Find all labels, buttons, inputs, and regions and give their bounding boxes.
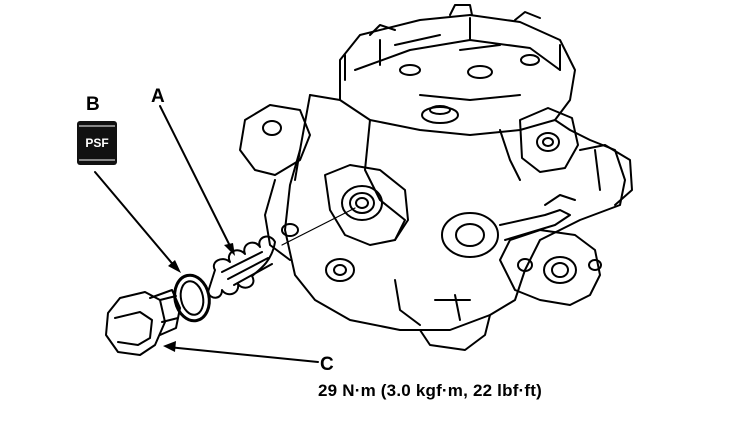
callout-c: C <box>320 354 334 375</box>
spring <box>207 235 276 299</box>
arrowhead-c <box>163 341 176 352</box>
leader-c <box>167 346 319 363</box>
torque-spec: 29 N·m (3.0 kgf·m, 22 lbf·ft) <box>318 381 542 400</box>
callout-a: A <box>151 86 165 107</box>
bolt <box>105 289 181 356</box>
arrowhead-b <box>168 260 181 273</box>
pump-body <box>239 4 633 351</box>
arrowhead-a <box>224 243 235 256</box>
psf-badge: PSF <box>77 121 117 165</box>
leader-b <box>94 171 177 269</box>
callout-b: B <box>86 94 100 115</box>
psf-badge-text: PSF <box>85 136 109 150</box>
o-ring <box>173 273 211 323</box>
leader-a <box>159 105 233 251</box>
port-guide-line <box>281 207 356 246</box>
